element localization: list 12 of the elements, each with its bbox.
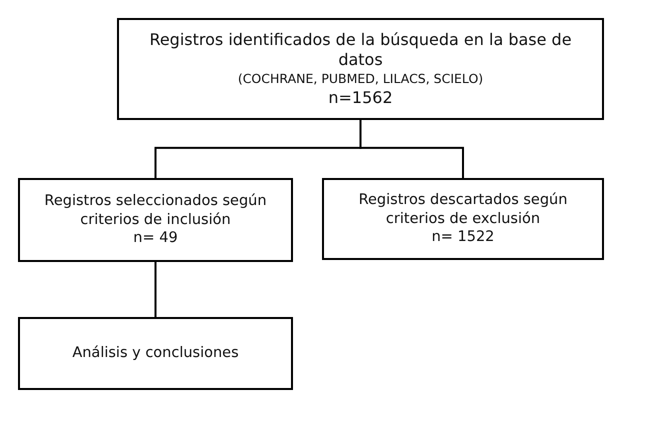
count-label: n=1562: [328, 88, 393, 108]
count-label: n= 1522: [432, 228, 494, 248]
process-box: [117, 18, 604, 120]
connector-line: [154, 262, 156, 317]
count-label: n= 49: [133, 229, 178, 248]
connector-line: [360, 120, 464, 178]
process-box: [322, 178, 604, 260]
process-box: [18, 178, 293, 262]
box-text: Análisis y conclusiones: [72, 344, 239, 363]
process-box: [18, 317, 293, 390]
box-text: Registros identificados de la búsqueda en la base de datos: [148, 30, 573, 72]
box-text: (COCHRANE, PUBMED, LILACS, SCIELO): [238, 71, 484, 88]
